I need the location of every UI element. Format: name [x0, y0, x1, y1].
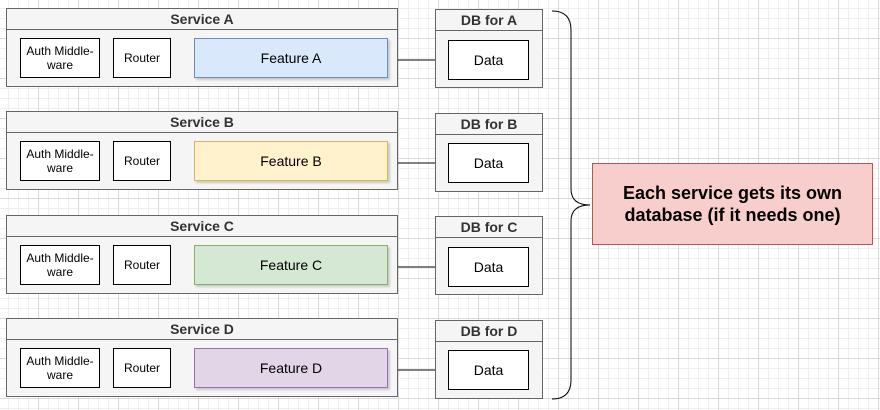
auth-middleware-label: Auth Middle- ware [26, 44, 94, 72]
feature-label: Feature A [260, 50, 322, 66]
service-b-auth-middleware: Auth Middle- ware [20, 141, 100, 181]
db-c-title: DB for C [436, 217, 542, 238]
service-d-title: Service D [7, 319, 397, 340]
service-a-feature: Feature A [194, 38, 388, 78]
callout-note: Each service gets its own database (if i… [592, 163, 873, 245]
service-a-title: Service A [7, 9, 397, 30]
auth-middleware-label: Auth Middle- ware [26, 251, 94, 279]
db-b-title: DB for B [436, 114, 542, 135]
data-label: Data [473, 259, 504, 275]
service-c-auth-middleware: Auth Middle- ware [20, 245, 100, 285]
data-label: Data [473, 52, 504, 68]
router-label: Router [123, 154, 161, 168]
service-c-router: Router [113, 245, 171, 285]
router-label: Router [123, 51, 161, 65]
router-label: Router [123, 361, 161, 375]
router-label: Router [123, 258, 161, 272]
feature-label: Feature D [259, 360, 323, 376]
feature-label: Feature B [260, 153, 322, 169]
service-a-router: Router [113, 38, 171, 78]
db-c-data: Data [448, 247, 529, 287]
service-d-auth-middleware: Auth Middle- ware [20, 348, 100, 388]
data-label: Data [473, 155, 504, 171]
service-d-feature: Feature D [194, 348, 388, 388]
auth-middleware-label: Auth Middle- ware [26, 354, 94, 382]
auth-middleware-label: Auth Middle- ware [26, 147, 94, 175]
service-b-feature: Feature B [194, 141, 388, 181]
service-b-router: Router [113, 141, 171, 181]
data-label: Data [473, 362, 504, 378]
callout-text: Each service gets its own database (if i… [622, 183, 843, 225]
service-c-feature: Feature C [194, 245, 388, 285]
db-a-title: DB for A [436, 10, 542, 31]
service-c-title: Service C [7, 216, 397, 237]
service-d-router: Router [113, 348, 171, 388]
service-a-auth-middleware: Auth Middle- ware [20, 38, 100, 78]
service-b-title: Service B [7, 112, 397, 133]
db-d-data: Data [448, 350, 529, 390]
db-b-data: Data [448, 143, 529, 183]
feature-label: Feature C [259, 257, 323, 273]
db-a-data: Data [448, 40, 529, 80]
grouping-brace [551, 10, 591, 400]
db-d-title: DB for D [436, 321, 542, 342]
